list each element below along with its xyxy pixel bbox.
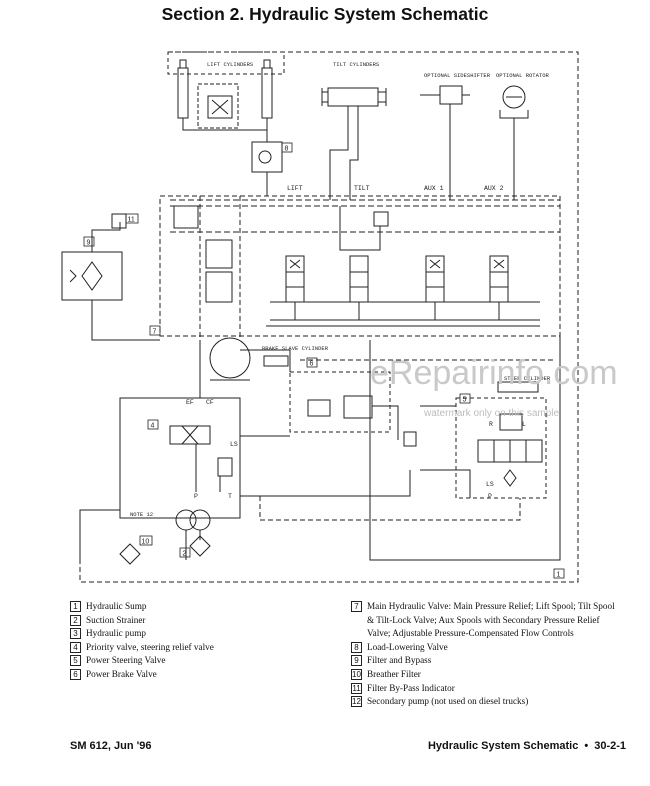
label-port-r: R — [489, 421, 493, 428]
lift-spool — [285, 255, 305, 303]
callout-11: 11 — [128, 217, 135, 224]
filter-bypass — [61, 222, 160, 341]
callout-4-box — [147, 419, 159, 430]
label-port-t: T — [228, 493, 232, 500]
label-spool-lift: LIFT — [287, 185, 303, 192]
callout-6-box — [306, 357, 318, 368]
label-optional-sideshifter: OPTIONAL SIDESHIFTER — [424, 72, 491, 79]
tilt-cylinders — [321, 87, 387, 200]
footer-page-number: 30-2-1 — [594, 740, 626, 752]
callout-10: 10 — [142, 539, 150, 546]
callout-10-box — [139, 535, 153, 546]
power-brake-valve — [289, 371, 417, 447]
label-brake-slave-cylinder: BRAKE SLAVE CYLINDER — [262, 345, 329, 352]
callout-8: 8 — [285, 146, 289, 153]
label-port-p: P — [194, 493, 198, 500]
suction-strainer — [189, 535, 211, 557]
main-valve-boundary — [159, 195, 561, 337]
footer-section-title: Hydraulic System Schematic — [427, 740, 579, 752]
load-lowering-valve — [251, 130, 283, 196]
tilt-spool — [339, 206, 389, 303]
label-port-ls: LS — [230, 441, 238, 448]
hydraulic-pumps — [175, 509, 211, 560]
label-spool-aux1: AUX 1 — [424, 185, 444, 192]
callout-7: 7 — [153, 329, 157, 336]
power-steering-valve — [455, 381, 547, 499]
watermark-note: watermark only on this sample — [423, 408, 559, 419]
callout-2: 2 — [183, 551, 187, 558]
footer-section: Hydraulic System Schematic • 30-2-1 — [428, 740, 626, 752]
sump-boundary — [79, 51, 579, 583]
brake-drum — [209, 337, 251, 379]
callout-1-box — [553, 568, 565, 579]
label-spool-aux2: AUX 2 — [484, 185, 504, 192]
label-tilt-cylinders: TILT CYLINDERS — [333, 61, 380, 68]
label-port-ef: EF — [186, 399, 194, 406]
callout-11-box — [125, 213, 139, 224]
footer-bullet: • — [584, 740, 589, 752]
callout-9: 9 — [87, 240, 91, 247]
priority-valve — [119, 397, 241, 519]
label-spool-tilt: TILT — [354, 185, 370, 192]
callout-5: 5 — [463, 397, 467, 404]
watermark: eRepairinfo.com — [370, 354, 618, 392]
hydraulic-schematic: LIFT CYLINDERS TILT CYLINDERS OPTIONAL S… — [61, 51, 618, 583]
page-title: Section 2. Hydraulic System Schematic — [161, 4, 489, 24]
aux1-spool — [425, 255, 445, 303]
callout-7-box — [149, 325, 161, 336]
callout-1: 1 — [557, 572, 561, 579]
callout-5-box — [459, 393, 471, 404]
label-steer-cylinder: STEER CYLINDER — [504, 375, 551, 382]
footer-manual-ref: SM 612, Jun '96 — [70, 740, 152, 752]
aux2-spool — [489, 255, 509, 303]
optional-sideshifter — [420, 85, 470, 200]
callout-2-box — [179, 547, 191, 558]
label-port-l: L — [522, 421, 526, 428]
callout-9-box — [83, 236, 95, 247]
breather-filter — [119, 543, 141, 565]
callout-8-box — [281, 142, 293, 153]
optional-rotator — [499, 85, 529, 200]
callout-4: 4 — [151, 423, 155, 430]
label-port-ls-steer: LS — [486, 481, 494, 488]
label-port-p-steer: P — [488, 493, 492, 500]
label-port-cf: CF — [206, 399, 214, 406]
callout-6: 6 — [310, 361, 314, 368]
label-lift-cylinders: LIFT CYLINDERS — [207, 61, 254, 68]
label-optional-rotator: OPTIONAL ROTATOR — [496, 72, 550, 79]
label-note: NOTE 12 — [130, 511, 153, 518]
lift-cylinders — [167, 51, 285, 131]
